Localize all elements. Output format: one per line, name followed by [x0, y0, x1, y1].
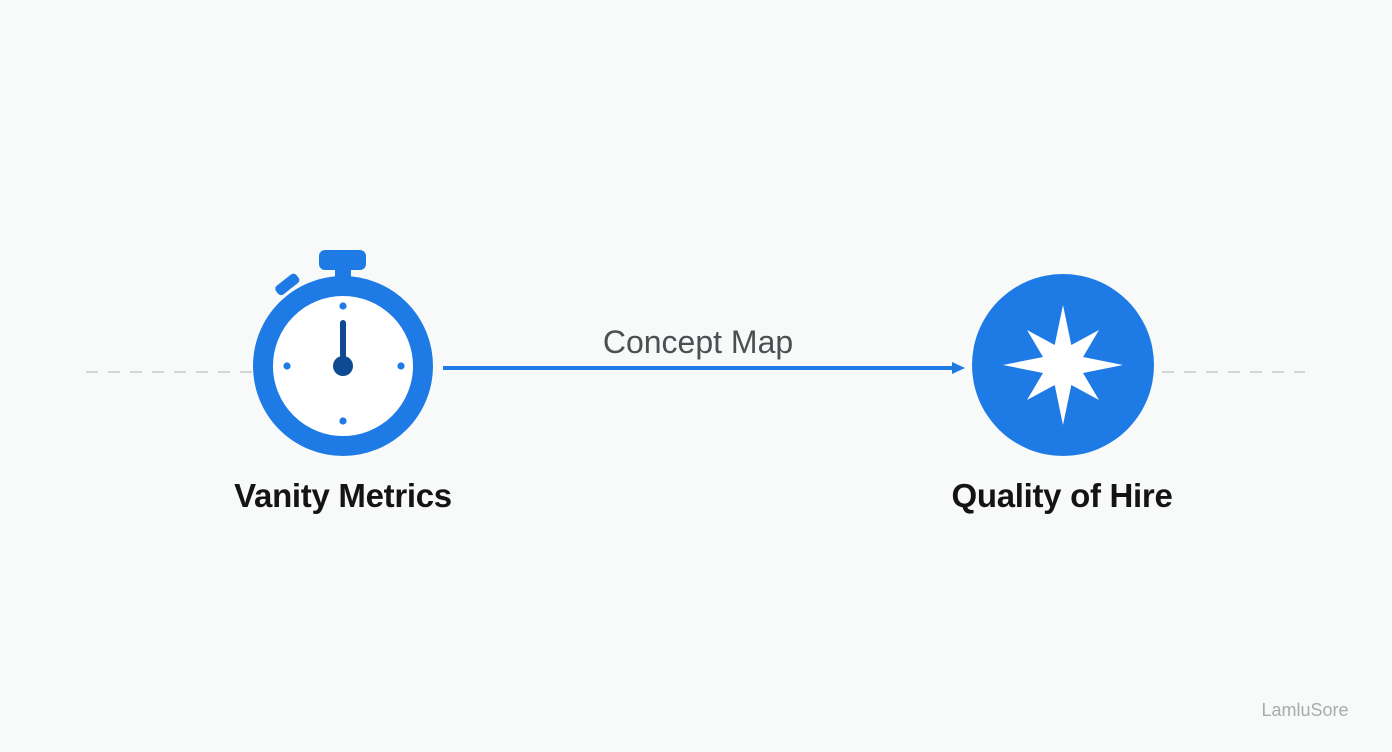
stopwatch-side-button — [275, 273, 300, 296]
star-shape — [1003, 305, 1123, 425]
stopwatch-tick-12 — [339, 302, 347, 310]
watermark: LamluSore — [1261, 700, 1349, 720]
stopwatch-tick-6 — [339, 417, 347, 425]
node-label-vanity-metrics: Vanity Metrics — [234, 477, 452, 514]
stopwatch-top-button — [319, 250, 366, 270]
node-label-quality-of-hire: Quality of Hire — [951, 477, 1173, 514]
star-icon — [972, 274, 1154, 456]
stopwatch-tick-3 — [397, 362, 405, 370]
edge-label: Concept Map — [602, 324, 794, 360]
stopwatch-tick-9 — [283, 362, 291, 370]
stopwatch-center — [333, 356, 353, 376]
connector-arrow — [443, 362, 965, 374]
arrow-head — [952, 362, 965, 374]
stopwatch-icon — [253, 250, 433, 456]
